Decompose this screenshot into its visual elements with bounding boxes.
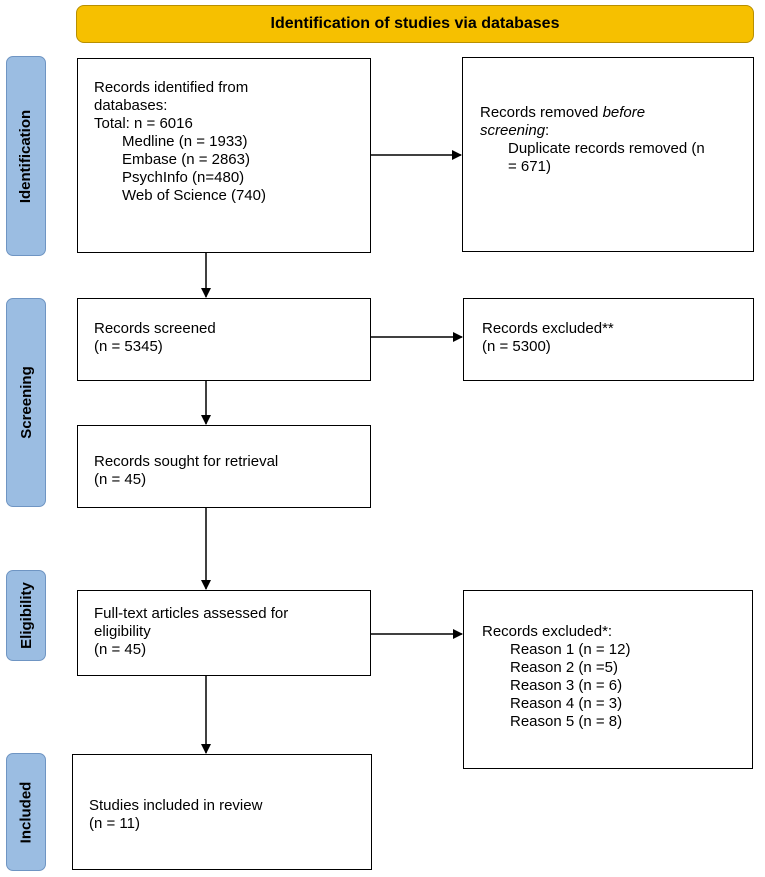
source-web-of-science: Web of Science (740) bbox=[122, 187, 266, 204]
records-excluded-screening-label: Records excluded** bbox=[482, 320, 614, 337]
duplicates-removed-line-2: = 671) bbox=[508, 158, 551, 175]
exclusion-reason-4: Reason 4 (n = 3) bbox=[510, 695, 623, 712]
phase-included: Included bbox=[6, 753, 46, 871]
records-excluded-screening-box: Records excluded** (n = 5300) bbox=[463, 298, 754, 381]
records-removed-line-2: screening: bbox=[480, 122, 550, 139]
records-excluded-eligibility-title: Records excluded*: bbox=[482, 623, 613, 640]
records-excluded-screening-count: (n = 5300) bbox=[482, 338, 551, 355]
exclusion-reason-1: Reason 1 (n = 12) bbox=[510, 641, 631, 658]
records-excluded-eligibility-box: Records excluded*: Reason 1 (n = 12) Rea… bbox=[463, 590, 753, 769]
records-screened-label: Records screened bbox=[94, 320, 216, 337]
studies-included-label: Studies included in review bbox=[89, 797, 263, 814]
phase-identification: Identification bbox=[6, 56, 46, 256]
phase-screening: Screening bbox=[6, 298, 46, 507]
header-banner: Identification of studies via databases bbox=[76, 5, 754, 43]
records-removed-box: Records removed before screening: Duplic… bbox=[462, 57, 754, 252]
full-text-assessed-box: Full-text articles assessed for eligibil… bbox=[77, 590, 371, 676]
records-identified-box: Records identified from databases: Total… bbox=[77, 58, 371, 253]
source-embase: Embase (n = 2863) bbox=[122, 151, 250, 168]
studies-included-count: (n = 11) bbox=[89, 815, 140, 832]
phase-eligibility: Eligibility bbox=[6, 570, 46, 661]
exclusion-reason-5: Reason 5 (n = 8) bbox=[510, 713, 623, 730]
header-title: Identification of studies via databases bbox=[270, 15, 560, 32]
records-identified-line-2: databases: bbox=[94, 97, 168, 114]
records-sought-count: (n = 45) bbox=[94, 471, 147, 488]
duplicates-removed-line-1: Duplicate records removed (n bbox=[508, 140, 705, 157]
records-screened-count: (n = 5345) bbox=[94, 338, 163, 355]
exclusion-reason-2: Reason 2 (n =5) bbox=[510, 659, 618, 676]
records-screened-box: Records screened (n = 5345) bbox=[77, 298, 371, 381]
full-text-assessed-count: (n = 45) bbox=[94, 641, 147, 658]
records-identified-total: Total: n = 6016 bbox=[94, 115, 193, 132]
source-psychinfo: PsychInfo (n=480) bbox=[122, 169, 245, 186]
records-removed-line-1: Records removed before bbox=[480, 104, 646, 121]
source-medline: Medline (n = 1933) bbox=[122, 133, 248, 150]
exclusion-reason-3: Reason 3 (n = 6) bbox=[510, 677, 623, 694]
records-sought-box: Records sought for retrieval (n = 45) bbox=[77, 425, 371, 508]
studies-included-box: Studies included in review (n = 11) bbox=[72, 754, 372, 870]
full-text-assessed-line-2: eligibility bbox=[94, 623, 151, 640]
records-identified-line-1: Records identified from bbox=[94, 79, 249, 96]
records-sought-label: Records sought for retrieval bbox=[94, 453, 279, 470]
full-text-assessed-line-1: Full-text articles assessed for bbox=[94, 605, 289, 622]
